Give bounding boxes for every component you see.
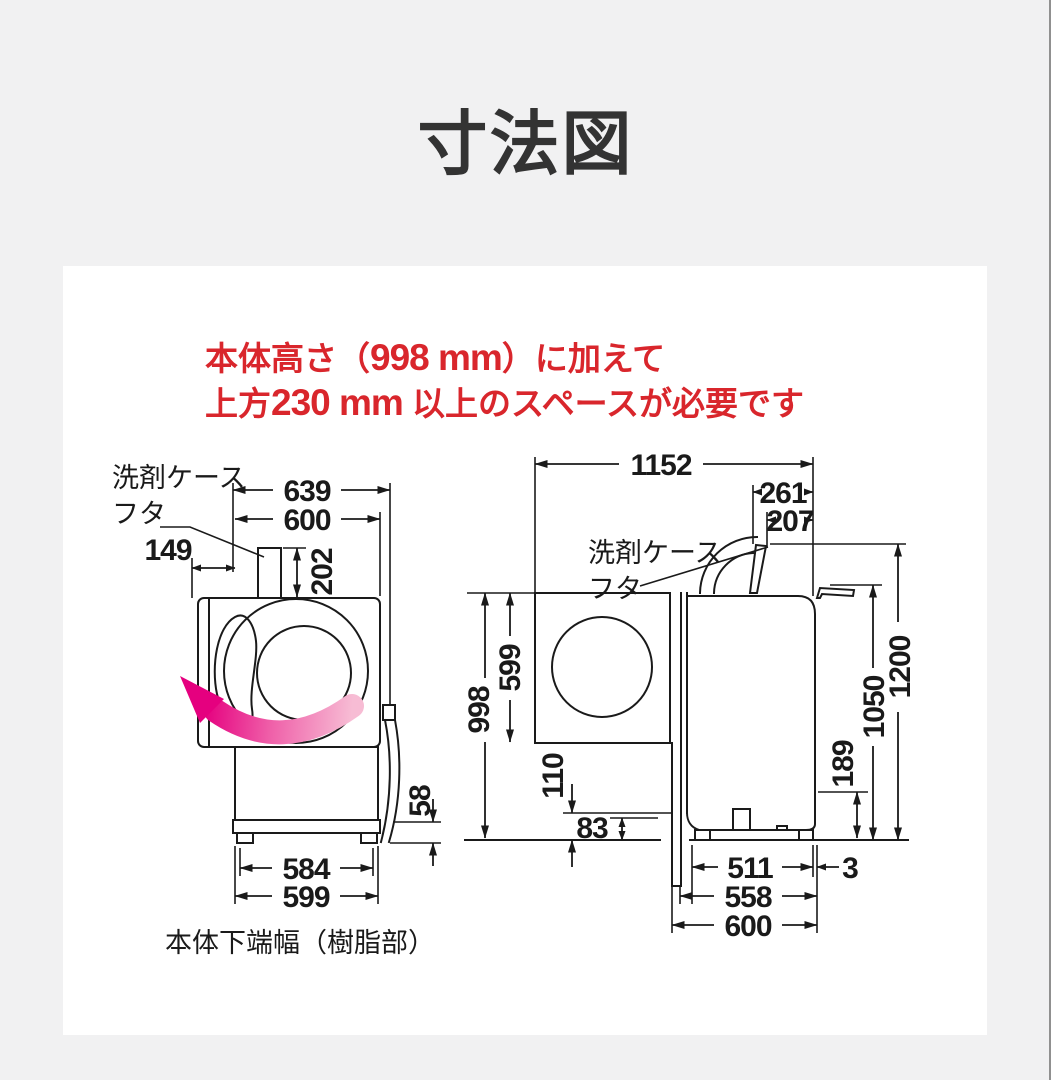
side-rear-outlet-height-dim: 189 bbox=[827, 740, 860, 787]
front-hose-connector bbox=[382, 704, 396, 721]
notice-line2-suffix: 以上のスペースが必要です bbox=[402, 385, 805, 422]
side-foot-rear bbox=[798, 829, 814, 841]
front-lid-offset-dim: 149 bbox=[144, 534, 191, 567]
front-view-dimensions: 639 600 149 202 洗剤ケース フタ 58 bbox=[112, 463, 441, 958]
side-base-depth-dim: 558 bbox=[724, 881, 771, 914]
side-body-depth-dim: 600 bbox=[724, 910, 771, 943]
front-foot-right bbox=[360, 832, 378, 844]
notice-line2-prefix: 上方 bbox=[205, 385, 271, 422]
side-body-height-dim: 998 bbox=[463, 686, 496, 733]
side-door-glass bbox=[551, 616, 653, 718]
side-view-dimensions: 1152 261 207 洗剤ケース フタ 599 998 bbox=[463, 449, 917, 943]
side-foot-front bbox=[694, 829, 711, 841]
front-pedestal bbox=[234, 746, 379, 821]
front-view-drawing bbox=[180, 547, 401, 844]
door-swing-arrow bbox=[180, 676, 364, 745]
notice-line1-value: 998 mm bbox=[370, 337, 503, 378]
side-open-door bbox=[534, 592, 671, 744]
page-title: 寸法図 bbox=[417, 105, 634, 183]
notice-line1-prefix: 本体高さ（ bbox=[205, 340, 370, 377]
side-base-bump bbox=[732, 808, 751, 831]
side-rear-gap-dim: 3 bbox=[842, 852, 858, 885]
side-height-lid-open-dim: 1200 bbox=[884, 635, 917, 698]
side-base-depth-inner-dim: 511 bbox=[727, 852, 773, 885]
side-detergent-label-1: 洗剤ケース bbox=[588, 538, 722, 568]
side-overall-depth-dim: 1152 bbox=[630, 449, 691, 482]
front-foot-left bbox=[236, 832, 254, 844]
front-body-width-dim: 600 bbox=[283, 504, 330, 537]
front-hose-height-dim: 58 bbox=[404, 785, 437, 817]
right-border-line bbox=[1049, 0, 1051, 1080]
front-bottom-width-dim: 599 bbox=[282, 881, 329, 914]
front-caption: 本体下端幅（樹脂部） bbox=[165, 928, 435, 958]
side-lid-open-depth-dim: 207 bbox=[766, 505, 813, 538]
side-detergent-label-2: フタ bbox=[588, 574, 642, 604]
side-base-lip-dim: 83 bbox=[576, 812, 608, 845]
front-overall-width-dim: 639 bbox=[283, 475, 330, 508]
clearance-notice: 本体高さ（998 mm）に加えて 上方230 mm 以上のスペースが必要です bbox=[205, 336, 804, 426]
notice-line2-value: 230 mm bbox=[271, 382, 404, 423]
side-front-base-height-dim: 110 bbox=[537, 753, 570, 799]
side-rear-hook bbox=[815, 586, 856, 599]
notice-line1-suffix: ）に加えて bbox=[501, 340, 666, 377]
side-height-to-lid-dim: 1050 bbox=[858, 675, 891, 738]
side-door-height-dim: 599 bbox=[494, 644, 527, 691]
front-drain-hose bbox=[379, 718, 391, 844]
front-bottom-width-resin-dim: 584 bbox=[282, 853, 330, 886]
side-view-drawing bbox=[464, 535, 909, 887]
side-body bbox=[686, 595, 816, 832]
front-detergent-label-1: 洗剤ケース bbox=[112, 463, 246, 493]
front-detergent-label-2: フタ bbox=[112, 499, 166, 529]
side-lid-swing-dim: 261 bbox=[759, 477, 806, 510]
front-lid-height-dim: 202 bbox=[306, 548, 339, 595]
